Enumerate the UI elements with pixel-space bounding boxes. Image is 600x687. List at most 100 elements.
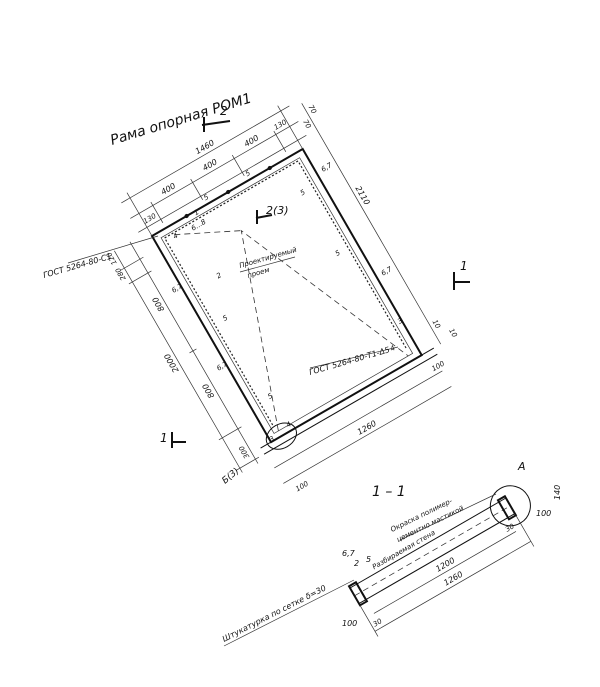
dim-280: 280 — [114, 266, 128, 282]
label-5-b: 5 — [244, 169, 252, 178]
dim-bottom-1 — [274, 370, 443, 469]
sill-line-2 — [263, 353, 438, 455]
leader-gost-left — [67, 235, 159, 264]
label-5-f: 5 — [266, 392, 274, 401]
label-3-a: 3 — [396, 317, 404, 326]
label-5-e: 5 — [221, 314, 229, 323]
dim-left-tick-3 — [189, 348, 197, 354]
dim-400-b: 400 — [201, 157, 219, 172]
dim-10-a: 10 — [430, 318, 442, 330]
profile-right — [496, 494, 518, 521]
sec-dim-100-right: 100 — [536, 509, 551, 518]
dim-100-r: 100 — [430, 359, 446, 373]
callout-gost-left: ГОСТ 5264-80-С1 — [42, 252, 113, 280]
sec-dim-100-left: 100 — [342, 619, 357, 628]
dim-top-1 — [121, 105, 290, 204]
profile-left — [347, 580, 369, 607]
weld-dot-2 — [226, 190, 231, 194]
frame-inner — [160, 157, 414, 434]
dim-100-l: 100 — [294, 479, 310, 493]
sec-label-5: 5 — [366, 555, 371, 564]
dim-1460: 1460 — [194, 138, 216, 156]
ext-4 — [273, 130, 287, 152]
dim-2110: 2110 — [353, 184, 371, 206]
leader-opening — [239, 256, 296, 273]
label-3-b: 3 — [268, 435, 276, 444]
sec-dim-30-l: 30 — [372, 617, 384, 629]
label-67-d: 6,7 — [215, 360, 229, 373]
section-mark-left: 1 — [160, 431, 168, 445]
ext-l — [126, 192, 153, 237]
ext-2 — [190, 178, 203, 200]
wall-bottom — [358, 513, 516, 605]
weld-left — [165, 239, 275, 428]
dim-left-2 — [114, 250, 243, 473]
sec-ext-l — [359, 605, 379, 637]
weld-dot-3 — [267, 166, 272, 170]
sec-label-67: 6,7 — [342, 549, 356, 558]
dim-70-a: 70 — [306, 104, 318, 116]
dim-top-2 — [130, 121, 299, 219]
label-4-b: 4 — [389, 344, 397, 353]
sec-label-2: 2 — [354, 559, 359, 568]
sec-detail-mark: А — [517, 460, 526, 473]
ext-3 — [231, 154, 245, 176]
ext-r — [277, 105, 303, 150]
label-67-b: 6,7 — [380, 265, 394, 278]
section-mark-inner: 2(3) — [266, 204, 289, 217]
wall-top — [349, 497, 507, 589]
label-5-d: 5 — [334, 249, 342, 258]
dim-400-c: 400 — [243, 133, 261, 148]
dim-bottom-2 — [283, 386, 452, 484]
sec-dim-30-r: 30 — [504, 522, 516, 534]
label-67-a: 6,7 — [320, 161, 334, 174]
dim-left-tick-2 — [128, 270, 152, 285]
callout-opening-2: проем — [246, 266, 271, 280]
detail-circle-bottom — [265, 422, 297, 450]
sec-dim-1200 — [373, 531, 517, 614]
label-5-c: 5 — [299, 188, 307, 197]
weld-right — [298, 162, 408, 351]
section-mark-top-line — [201, 120, 231, 126]
section-mark-inner-line — [255, 214, 273, 219]
dim-800-upper: 800 — [151, 295, 166, 313]
dim-1260: 1260 — [356, 419, 378, 437]
label-4-c: 4 — [285, 420, 293, 429]
weld-top — [164, 160, 299, 239]
dim-left-tick-1 — [120, 256, 144, 271]
callout-plaster: Штукатурка по сетке δ=30 — [221, 583, 328, 643]
dim-top-3 — [138, 135, 307, 233]
dim-left-tick-4 — [218, 426, 242, 441]
label-67-c: 6,7 — [170, 282, 184, 295]
opening-diag — [174, 230, 242, 236]
drawing-title: Рама опорная РОМ1 — [108, 91, 253, 149]
label-1: 1 — [193, 208, 201, 217]
label-2: 2 — [215, 271, 223, 280]
label-4-a: 4 — [172, 232, 180, 241]
dim-left-tick-5 — [236, 456, 260, 471]
sill-line-1 — [260, 347, 435, 449]
leader-gost-right — [309, 346, 399, 369]
dim-130-l: 130 — [142, 212, 158, 226]
dim-10-b: 10 — [447, 327, 459, 339]
ext-1 — [150, 201, 164, 223]
frame-outer — [150, 147, 424, 444]
section-mark-top: 2 — [220, 104, 228, 118]
sec-dim-140: 140 — [553, 485, 562, 500]
callout-gost-right: ГОСТ 5264-80-Т1-Δ5 — [308, 345, 391, 377]
opening-outline — [240, 229, 409, 431]
sec-ext-r — [515, 515, 535, 547]
dim-left-1 — [129, 241, 259, 464]
leader-coating — [399, 493, 497, 541]
section-mark-right: 1 — [460, 259, 468, 273]
dim-800-lower: 800 — [201, 382, 216, 400]
label-5-a: 5 — [202, 193, 210, 202]
dim-70-b: 70 — [301, 118, 313, 130]
dim-400-a: 400 — [159, 181, 177, 196]
section-title: 1 – 1 — [372, 484, 406, 500]
weld-dot-1 — [184, 214, 189, 218]
dim-2000: 2000 — [163, 352, 181, 374]
dim-right-1 — [301, 103, 442, 345]
leader-plaster — [223, 579, 355, 647]
